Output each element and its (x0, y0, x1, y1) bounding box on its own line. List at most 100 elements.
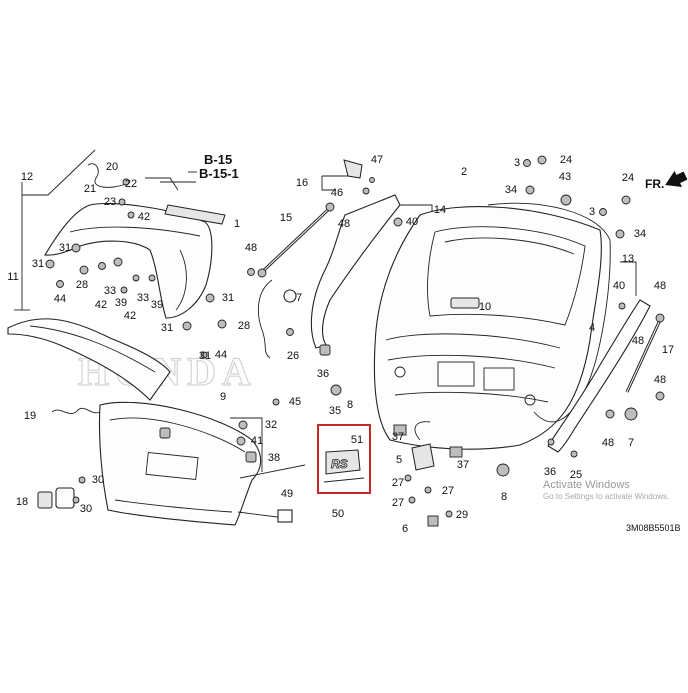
part-callout-3[interactable]: 3 (514, 157, 520, 169)
part-callout-18[interactable]: 18 (16, 496, 28, 508)
highlight-box (317, 424, 371, 494)
part-callout-31[interactable]: 31 (32, 258, 44, 270)
part-callout-19[interactable]: 19 (24, 410, 36, 422)
front-direction-indicator: FR. (645, 170, 688, 191)
part-callout-6[interactable]: 6 (402, 523, 408, 535)
part-callout-31[interactable]: 31 (222, 292, 234, 304)
front-direction-arrow (665, 170, 688, 188)
part-callout-30[interactable]: 30 (80, 503, 92, 515)
side-trim-right (547, 299, 651, 453)
part-callout-44[interactable]: 44 (215, 349, 227, 361)
part-callout-43[interactable]: 43 (559, 171, 571, 183)
part-callout-46[interactable]: 46 (331, 187, 343, 199)
part-callout-28[interactable]: 28 (76, 279, 88, 291)
part-callout-27[interactable]: 27 (442, 485, 454, 497)
part-callout-24[interactable]: 24 (560, 154, 572, 166)
part-callout-31[interactable]: 31 (161, 322, 173, 334)
part-callout-27[interactable]: 27 (392, 497, 404, 509)
part-callout-7[interactable]: 7 (296, 292, 302, 304)
part-callout-48[interactable]: 48 (654, 280, 666, 292)
rear-spoiler (44, 202, 213, 319)
part-callout-40[interactable]: 40 (406, 216, 418, 228)
part-callout-35[interactable]: 35 (329, 405, 341, 417)
part-callout-41[interactable]: 41 (251, 435, 263, 447)
part-callout-16[interactable]: 16 (296, 177, 308, 189)
part-callout-48[interactable]: 48 (654, 374, 666, 386)
part-callout-45[interactable]: 45 (289, 396, 301, 408)
part-callout-39[interactable]: 39 (151, 299, 163, 311)
part-callout-26[interactable]: 26 (287, 350, 299, 362)
part-callout-48[interactable]: 48 (632, 335, 644, 347)
tailgate-latch (411, 443, 435, 471)
part-callout-50[interactable]: 50 (332, 508, 344, 520)
part-callout-8[interactable]: 8 (501, 491, 507, 503)
part-callout-14[interactable]: 14 (434, 204, 446, 216)
tailgate-lower-garnish (98, 401, 262, 526)
part-callout-7[interactable]: 7 (628, 437, 634, 449)
tailgate-hinge (343, 159, 363, 179)
part-callout-28[interactable]: 28 (238, 320, 250, 332)
part-callout-1[interactable]: 1 (234, 218, 240, 230)
part-callout-27[interactable]: 27 (392, 477, 404, 489)
part-callout-30[interactable]: 30 (92, 474, 104, 486)
part-callout-48[interactable]: 48 (338, 218, 350, 230)
part-callout-33[interactable]: 33 (137, 292, 149, 304)
part-callout-11[interactable]: 11 (7, 271, 18, 283)
part-callout-32[interactable]: 32 (265, 419, 277, 431)
part-callout-25[interactable]: 25 (570, 469, 582, 481)
ref-label-b15-1[interactable]: B-15-1 (199, 166, 239, 181)
part-callout-33[interactable]: 33 (104, 285, 116, 297)
tailgate-handle (450, 297, 480, 309)
part-callout-44[interactable]: 44 (54, 293, 66, 305)
part-callout-13[interactable]: 13 (622, 253, 634, 265)
tailgate-weatherstrip (487, 202, 611, 423)
front-direction-label: FR. (645, 177, 664, 191)
activate-windows-subtitle: Go to Settings to activate Windows. (543, 492, 669, 501)
part-callout-15[interactable]: 15 (280, 212, 292, 224)
rs-emblem (325, 449, 361, 475)
part-callout-34[interactable]: 34 (505, 184, 517, 196)
part-callout-4[interactable]: 4 (589, 322, 595, 334)
emblem-strip (323, 477, 365, 483)
part-callout-49[interactable]: 49 (281, 488, 293, 500)
part-callout-37[interactable]: 37 (457, 459, 469, 471)
part-callout-42[interactable]: 42 (124, 310, 136, 322)
part-callout-24[interactable]: 24 (622, 172, 634, 184)
part-callout-51[interactable]: 51 (351, 434, 363, 446)
right-group (547, 261, 665, 458)
part-callout-21[interactable]: 21 (84, 183, 96, 195)
model-emblem (51, 407, 101, 414)
part-callout-47[interactable]: 47 (371, 154, 383, 166)
part-callout-22[interactable]: 22 (125, 178, 137, 190)
part-callout-34[interactable]: 34 (634, 228, 646, 240)
part-callout-37[interactable]: 37 (392, 431, 404, 443)
part-callout-42[interactable]: 42 (138, 211, 150, 223)
part-callout-3[interactable]: 3 (589, 206, 595, 218)
part-callout-31[interactable]: 31 (59, 242, 71, 254)
part-callout-36[interactable]: 36 (544, 466, 556, 478)
part-callout-36[interactable]: 36 (317, 368, 329, 380)
part-callout-31[interactable]: 31 (199, 350, 211, 362)
part-callout-39[interactable]: 39 (115, 297, 127, 309)
tailgate-window-opening (427, 226, 586, 326)
part-callout-23[interactable]: 23 (104, 196, 116, 208)
part-callout-9[interactable]: 9 (220, 391, 226, 403)
part-callout-2[interactable]: 2 (461, 166, 467, 178)
part-callout-17[interactable]: 17 (662, 344, 674, 356)
part-callout-48[interactable]: 48 (245, 242, 257, 254)
part-callout-12[interactable]: 12 (21, 171, 33, 183)
part-callout-38[interactable]: 38 (268, 452, 280, 464)
part-callout-5[interactable]: 5 (396, 454, 402, 466)
part-callout-10[interactable]: 10 (479, 301, 491, 313)
part-callout-29[interactable]: 29 (456, 509, 468, 521)
highlighted-emblem-group: RS (317, 424, 371, 494)
part-callout-8[interactable]: 8 (347, 399, 353, 411)
part-callout-42[interactable]: 42 (95, 299, 107, 311)
ref-label-b15[interactable]: B-15 (204, 152, 232, 167)
part-callout-40[interactable]: 40 (613, 280, 625, 292)
part-callout-20[interactable]: 20 (106, 161, 118, 173)
part-callout-48[interactable]: 48 (602, 437, 614, 449)
